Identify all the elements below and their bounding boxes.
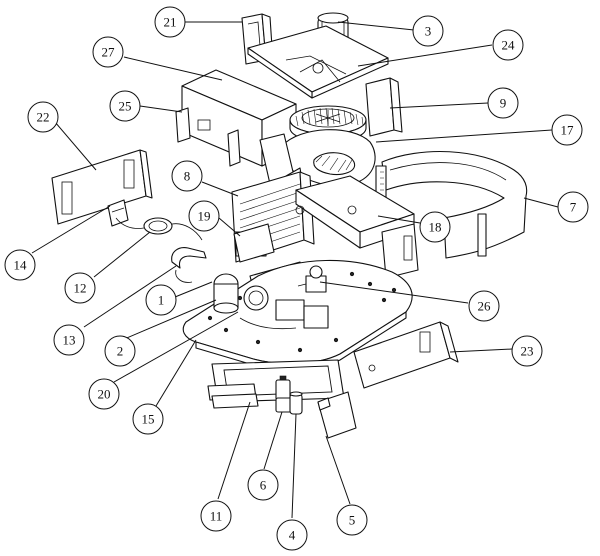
- part-17-scroll-housing: [259, 129, 376, 197]
- callout-21: 21: [154, 6, 186, 38]
- callout-14: 14: [4, 249, 36, 281]
- callout-19: 19: [188, 200, 220, 232]
- callout-21-label: 21: [164, 15, 177, 30]
- part-5-control-box: [317, 391, 357, 439]
- callout-5: 5: [336, 504, 368, 536]
- callout-3: 3: [412, 15, 444, 47]
- callout-20: 20: [88, 378, 120, 410]
- callout-2-label: 2: [117, 344, 124, 359]
- callout-18-label: 18: [429, 220, 442, 235]
- callout-7-label: 7: [570, 200, 577, 215]
- callout-12: 12: [64, 272, 96, 304]
- part-22-left-panel: [51, 149, 153, 225]
- callout-7: 7: [557, 191, 589, 223]
- part-24-side-bracket: [365, 77, 403, 137]
- callout-25-label: 25: [119, 99, 132, 114]
- callout-1-label: 1: [158, 293, 165, 308]
- callout-1: 1: [145, 284, 177, 316]
- callout-27: 27: [92, 36, 124, 68]
- callout-9-label: 9: [500, 96, 507, 111]
- callout-8-label: 8: [184, 169, 191, 184]
- callout-27-label: 27: [102, 45, 116, 60]
- callout-25: 25: [109, 90, 141, 122]
- callout-17: 17: [551, 114, 583, 146]
- callout-22: 22: [27, 101, 59, 133]
- callout-2: 2: [104, 335, 136, 367]
- part-13-tube: [171, 247, 207, 283]
- callout-20-label: 20: [98, 387, 111, 402]
- callout-9: 9: [487, 87, 519, 119]
- callout-8: 8: [171, 160, 203, 192]
- callout-19-label: 19: [198, 209, 211, 224]
- callout-4-label: 4: [289, 528, 296, 543]
- callout-23: 23: [511, 335, 543, 367]
- callout-11: 11: [200, 500, 232, 532]
- callout-26: 26: [468, 290, 500, 322]
- callout-13: 13: [53, 324, 85, 356]
- callout-12-label: 12: [74, 281, 87, 296]
- callout-24-label: 24: [502, 38, 516, 53]
- part-12-capillary-coil: [115, 217, 203, 241]
- callout-18: 18: [419, 211, 451, 243]
- callout-13-label: 13: [63, 333, 76, 348]
- part-18-side-panel: [381, 223, 419, 279]
- callout-5-label: 5: [349, 513, 356, 528]
- part-14-small-bracket: [107, 199, 129, 227]
- callout-15-label: 15: [142, 412, 155, 427]
- callout-23-label: 23: [521, 344, 534, 359]
- part-26-valve: [297, 265, 327, 293]
- callout-17-label: 17: [561, 123, 575, 138]
- callout-14-label: 14: [14, 258, 28, 273]
- part-24-motor-plate: [247, 25, 389, 99]
- callout-15: 15: [132, 403, 164, 435]
- part-4-capacitor: [289, 391, 303, 415]
- callout-3-label: 3: [425, 24, 432, 39]
- callout-24: 24: [492, 29, 524, 61]
- callout-6-label: 6: [260, 478, 267, 493]
- callout-4: 4: [276, 519, 308, 551]
- callout-26-label: 26: [478, 299, 492, 314]
- part-1-compressor: [213, 273, 329, 330]
- part-7-curved-coil: [375, 150, 528, 259]
- callout-22-label: 22: [37, 110, 50, 125]
- part-6-capacitor: [275, 375, 293, 413]
- callout-11-label: 11: [210, 509, 223, 524]
- parts-drawing: [51, 12, 528, 439]
- part-23-right-panel: [353, 321, 459, 389]
- callout-6: 6: [247, 469, 279, 501]
- leader-lines: [31, 21, 559, 519]
- callouts: 21 3 27 24 22 25 9 17 8 7 19 18 14 12 1 …: [4, 6, 589, 551]
